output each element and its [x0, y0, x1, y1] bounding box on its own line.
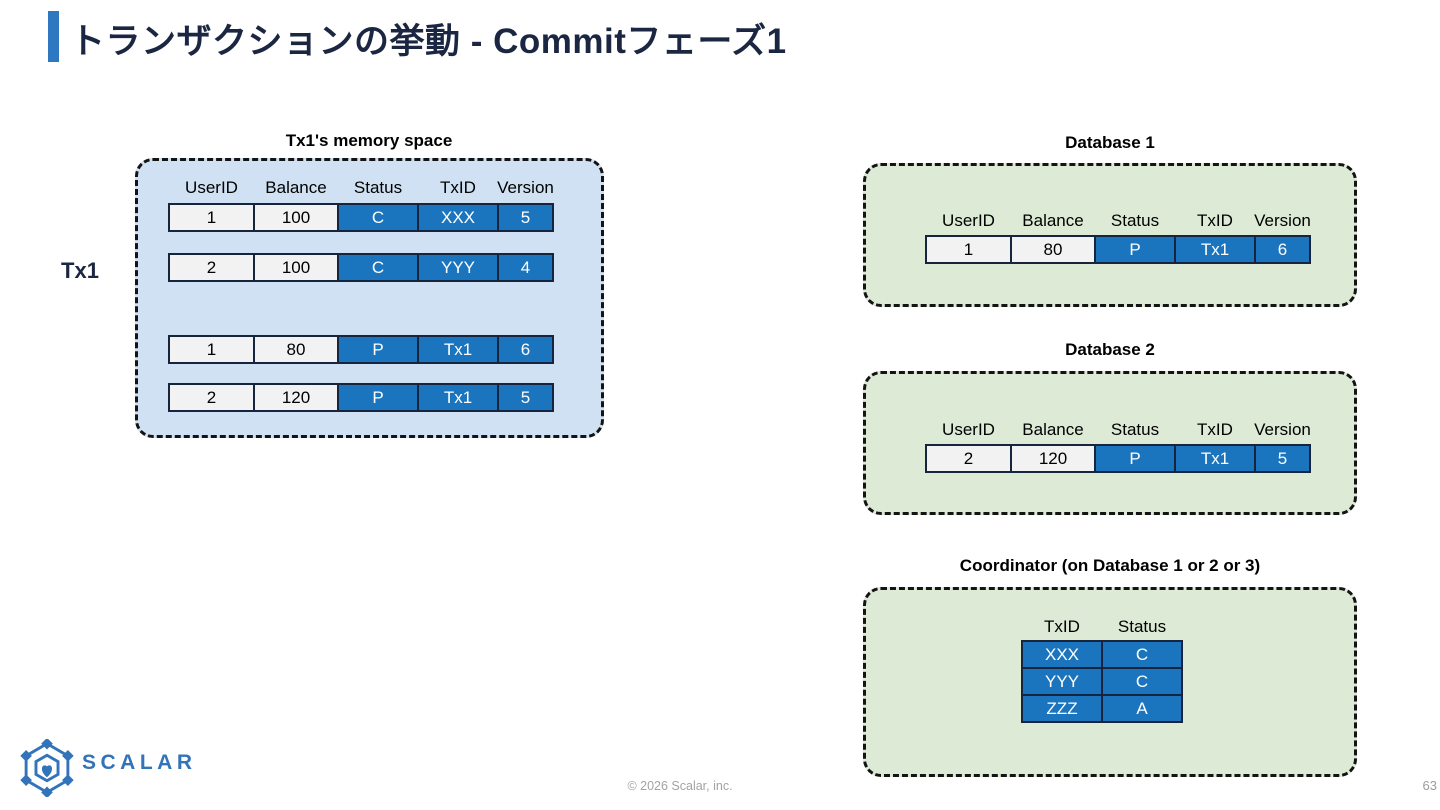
table-cell: 5 — [1254, 444, 1311, 473]
column-header: TxID — [1197, 419, 1233, 439]
column-header: Version — [497, 177, 554, 197]
table-cell: 100 — [253, 253, 339, 282]
database1-panel: UserID Balance Status TxID Version 1 80 … — [863, 163, 1357, 307]
column-header: Balance — [265, 177, 327, 197]
table-cell: 5 — [497, 383, 554, 412]
memory-space-panel: UserID Balance Status TxID Version 1 100… — [135, 158, 604, 438]
memory-space-title: Tx1's memory space — [285, 131, 453, 150]
table-row: 1 100 C XXX 5 — [168, 203, 554, 232]
table-cell: 6 — [497, 335, 554, 364]
table-cell: P — [337, 383, 419, 412]
table-cell: Tx1 — [417, 335, 499, 364]
table-row: 2 120 P Tx1 5 — [168, 383, 554, 412]
table-cell: YYY — [1021, 667, 1103, 696]
table-cell: C — [1101, 667, 1183, 696]
table-cell: C — [337, 203, 419, 232]
table-cell: 6 — [1254, 235, 1311, 264]
database1-title: Database 1 — [1065, 133, 1155, 152]
database2-panel: UserID Balance Status TxID Version 2 120… — [863, 371, 1357, 515]
slide-title: トランザクションの挙動 - Commitフェーズ1 — [70, 22, 787, 61]
column-header: Status — [1110, 419, 1160, 439]
table-cell: 80 — [1010, 235, 1096, 264]
table-cell: 5 — [497, 203, 554, 232]
coordinator-title: Coordinator (on Database 1 or 2 or 3) — [959, 556, 1261, 575]
table-row: 1 80 P Tx1 6 — [925, 235, 1311, 264]
column-header: UserID — [185, 177, 238, 197]
column-header: TxID — [1044, 616, 1080, 636]
table-row: 2 120 P Tx1 5 — [925, 444, 1311, 473]
table-cell: 2 — [168, 383, 255, 412]
table-row: ZZZ A — [1021, 694, 1183, 723]
table-cell: ZZZ — [1021, 694, 1103, 723]
table-cell: P — [1094, 235, 1176, 264]
coordinator-table-body: XXX C YYY C ZZZ A — [1021, 640, 1183, 723]
table-cell: Tx1 — [1174, 444, 1256, 473]
table-cell: 4 — [497, 253, 554, 282]
table-cell: 100 — [253, 203, 339, 232]
column-header: Version — [1254, 419, 1311, 439]
coordinator-table-header: TxID Status — [1021, 612, 1183, 641]
table-cell: YYY — [417, 253, 499, 282]
table-cell: Tx1 — [1174, 235, 1256, 264]
scalar-logo-icon — [18, 737, 76, 799]
column-header: Status — [1117, 616, 1167, 636]
table-cell: XXX — [1021, 640, 1103, 669]
table-cell: A — [1101, 694, 1183, 723]
table-cell: 2 — [925, 444, 1012, 473]
table-row: YYY C — [1021, 667, 1183, 696]
memory-table-header: UserID Balance Status TxID Version — [168, 173, 554, 202]
title-accent-bar — [48, 11, 59, 62]
table-cell: 2 — [168, 253, 255, 282]
column-header: Status — [353, 177, 403, 197]
scalar-logo-text: SCALAR — [82, 751, 197, 774]
table-cell: P — [337, 335, 419, 364]
database1-table-header: UserID Balance Status TxID Version — [925, 206, 1311, 235]
column-header: Status — [1110, 210, 1160, 230]
column-header: Version — [1254, 210, 1311, 230]
table-cell: P — [1094, 444, 1176, 473]
table-cell: C — [1101, 640, 1183, 669]
table-cell: 1 — [168, 203, 255, 232]
table-cell: Tx1 — [417, 383, 499, 412]
table-cell: 80 — [253, 335, 339, 364]
column-header: UserID — [942, 419, 995, 439]
table-row: XXX C — [1021, 640, 1183, 669]
table-cell: 120 — [1010, 444, 1096, 473]
column-header: TxID — [440, 177, 476, 197]
table-cell: 1 — [925, 235, 1012, 264]
table-cell: XXX — [417, 203, 499, 232]
table-cell: 1 — [168, 335, 255, 364]
page-number: 63 — [1422, 778, 1437, 793]
table-cell: 120 — [253, 383, 339, 412]
table-row: 2 100 C YYY 4 — [168, 253, 554, 282]
column-header: Balance — [1022, 419, 1084, 439]
database2-title: Database 2 — [1065, 340, 1155, 359]
footer-copyright: © 2026 Scalar, inc. — [627, 779, 733, 793]
table-cell: C — [337, 253, 419, 282]
column-header: TxID — [1197, 210, 1233, 230]
tx1-label: Tx1 — [61, 258, 99, 283]
column-header: Balance — [1022, 210, 1084, 230]
column-header: UserID — [942, 210, 995, 230]
table-row: 1 80 P Tx1 6 — [168, 335, 554, 364]
database2-table-header: UserID Balance Status TxID Version — [925, 415, 1311, 444]
coordinator-panel: TxID Status XXX C YYY C ZZZ A — [863, 587, 1357, 777]
